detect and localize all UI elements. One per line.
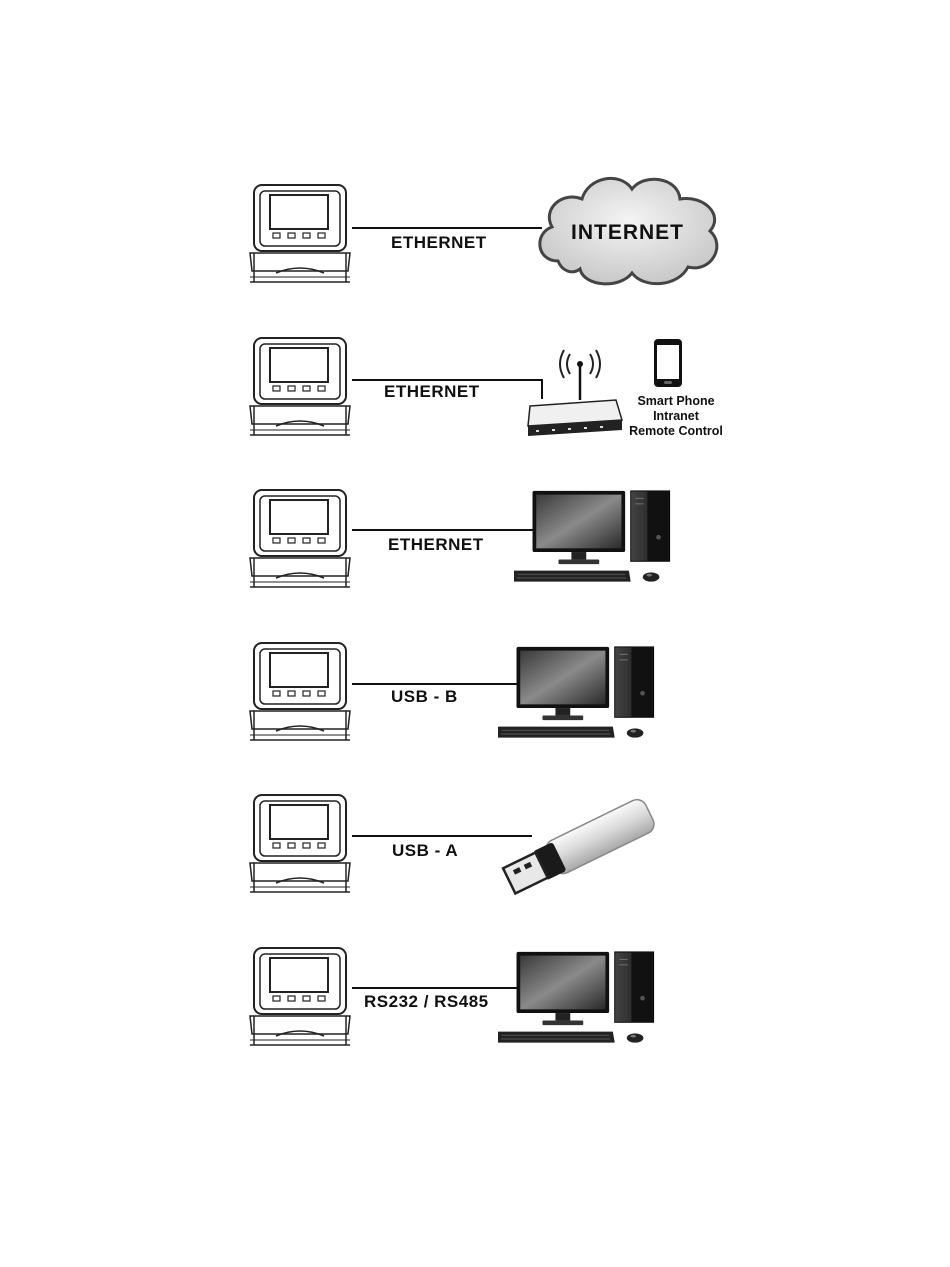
- connection-label: USB - A: [392, 841, 458, 861]
- router-icon: [524, 348, 624, 438]
- ethernet-cable: [352, 227, 542, 229]
- caption-line-smart-phone: Smart Phone: [618, 394, 734, 409]
- display-device-icon: [248, 946, 352, 1050]
- smartphone-caption: Smart Phone Intranet Remote Control: [618, 394, 734, 439]
- connection-row-pc-serial: RS232 / RS485: [0, 946, 950, 1076]
- connection-row-pc-usb-b: USB - B: [0, 641, 950, 771]
- connection-label: RS232 / RS485: [364, 992, 489, 1012]
- caption-line-remote-control: Remote Control: [618, 424, 734, 439]
- display-device-icon: [248, 488, 352, 592]
- connection-label: ETHERNET: [388, 535, 484, 555]
- display-device-icon: [248, 183, 352, 287]
- ethernet-cable: [352, 529, 538, 531]
- internet-label: INTERNET: [571, 221, 684, 245]
- connection-label: ETHERNET: [391, 233, 487, 253]
- smartphone-icon: [652, 338, 684, 388]
- caption-line-intranet: Intranet: [618, 409, 734, 424]
- display-device-icon: [248, 336, 352, 440]
- connection-row-router: ETHERNET Smart Phone Intranet Remote Con…: [0, 336, 950, 466]
- desktop-computer-icon: [498, 950, 674, 1052]
- connection-label: USB - B: [391, 687, 458, 707]
- display-device-icon: [248, 793, 352, 897]
- connection-label: ETHERNET: [384, 382, 480, 402]
- connection-row-usb-drive: USB - A: [0, 793, 950, 923]
- display-device-icon: [248, 641, 352, 745]
- desktop-computer-icon: [498, 645, 674, 747]
- usb-flash-drive-icon: [488, 789, 668, 899]
- ethernet-cable: [352, 379, 542, 381]
- connection-row-internet: ETHERNET INTERNET: [0, 183, 950, 313]
- desktop-computer-icon: [514, 489, 690, 591]
- connection-row-pc-ethernet: ETHERNET: [0, 488, 950, 618]
